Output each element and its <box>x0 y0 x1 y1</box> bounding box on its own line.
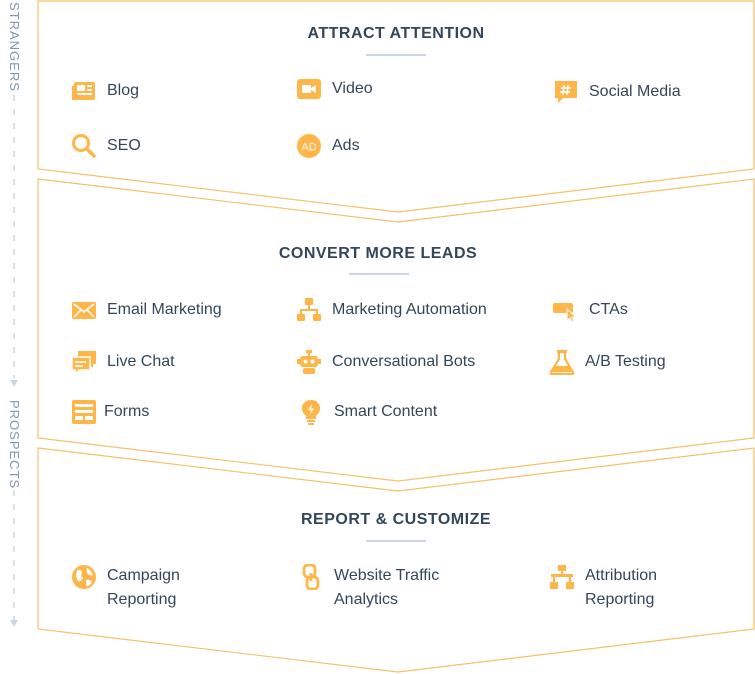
item-label: CTAs <box>589 301 628 318</box>
social-media-icon <box>555 81 577 103</box>
list-item-blog: Blog <box>71 78 139 104</box>
item-label: Video <box>332 80 373 97</box>
item-label: A/B Testing <box>585 353 666 370</box>
item-label: Attribution Reporting <box>585 567 658 608</box>
report-frame <box>37 447 755 673</box>
list-item-ads: AD Ads <box>296 133 360 159</box>
globe-icon <box>72 565 96 589</box>
list-item-email-marketing: Email Marketing <box>71 297 222 323</box>
svg-text:AD: AD <box>301 142 316 154</box>
list-item-ab-testing: A/B Testing <box>549 349 666 375</box>
flask-icon <box>549 350 575 375</box>
item-label: Campaign Reporting <box>107 567 180 608</box>
item-label: Conversational Bots <box>332 353 476 370</box>
section-title-attract: ATTRACT ATTENTION <box>307 25 485 42</box>
section-underline <box>366 54 426 56</box>
side-arrow-bottom <box>10 620 18 627</box>
list-item-forms: Forms <box>71 399 149 425</box>
bot-icon <box>297 350 321 374</box>
list-item-ctas: CTAs <box>553 297 628 323</box>
section-title-report: REPORT & CUSTOMIZE <box>300 511 492 528</box>
hierarchy-icon <box>550 565 574 589</box>
item-label: Website Traffic Analytics <box>334 567 440 608</box>
list-item-smart-content: Smart Content <box>298 399 437 425</box>
ads-icon: AD <box>297 134 321 158</box>
list-item-live-chat: Live Chat <box>71 349 175 375</box>
section-title-convert: CONVERT MORE LEADS <box>278 245 478 262</box>
list-item-campaign-reporting: Campaign Reporting <box>71 564 180 612</box>
list-item-seo: SEO <box>71 133 141 159</box>
item-label: Forms <box>104 403 150 420</box>
email-icon <box>72 302 96 319</box>
item-label: Marketing Automation <box>332 301 487 318</box>
item-label: Blog <box>107 82 140 99</box>
forms-icon <box>72 400 96 424</box>
item-label: Live Chat <box>107 353 175 370</box>
item-label: Smart Content <box>334 403 438 420</box>
convert-frame <box>37 178 755 482</box>
cta-icon <box>553 303 578 323</box>
lightbulb-icon <box>302 400 320 425</box>
side-label-strangers: STRANGERS <box>7 2 22 92</box>
automation-icon <box>297 298 321 321</box>
list-item-social-media: Social Media <box>553 79 681 105</box>
list-item-video: Video <box>296 76 373 102</box>
side-label-prospects: PROSPECTS <box>7 400 22 490</box>
list-item-conversational-bots: Conversational Bots <box>296 349 475 375</box>
attract-frame <box>37 0 755 213</box>
item-label: Email Marketing <box>107 301 222 318</box>
item-label: Social Media <box>589 83 681 100</box>
link-icon <box>302 564 320 590</box>
item-label: Ads <box>332 137 360 154</box>
section-underline <box>366 540 426 542</box>
chat-icon <box>71 351 96 375</box>
section-underline <box>349 273 409 275</box>
list-item-website-traffic-analytics: Website Traffic Analytics <box>298 564 439 612</box>
list-item-marketing-automation: Marketing Automation <box>296 297 487 323</box>
side-arrow-top <box>10 380 18 387</box>
item-label: SEO <box>107 137 141 154</box>
blog-icon <box>72 82 95 100</box>
list-item-attribution-reporting: Attribution Reporting <box>549 564 657 612</box>
video-icon <box>297 79 321 99</box>
search-icon <box>72 134 96 158</box>
